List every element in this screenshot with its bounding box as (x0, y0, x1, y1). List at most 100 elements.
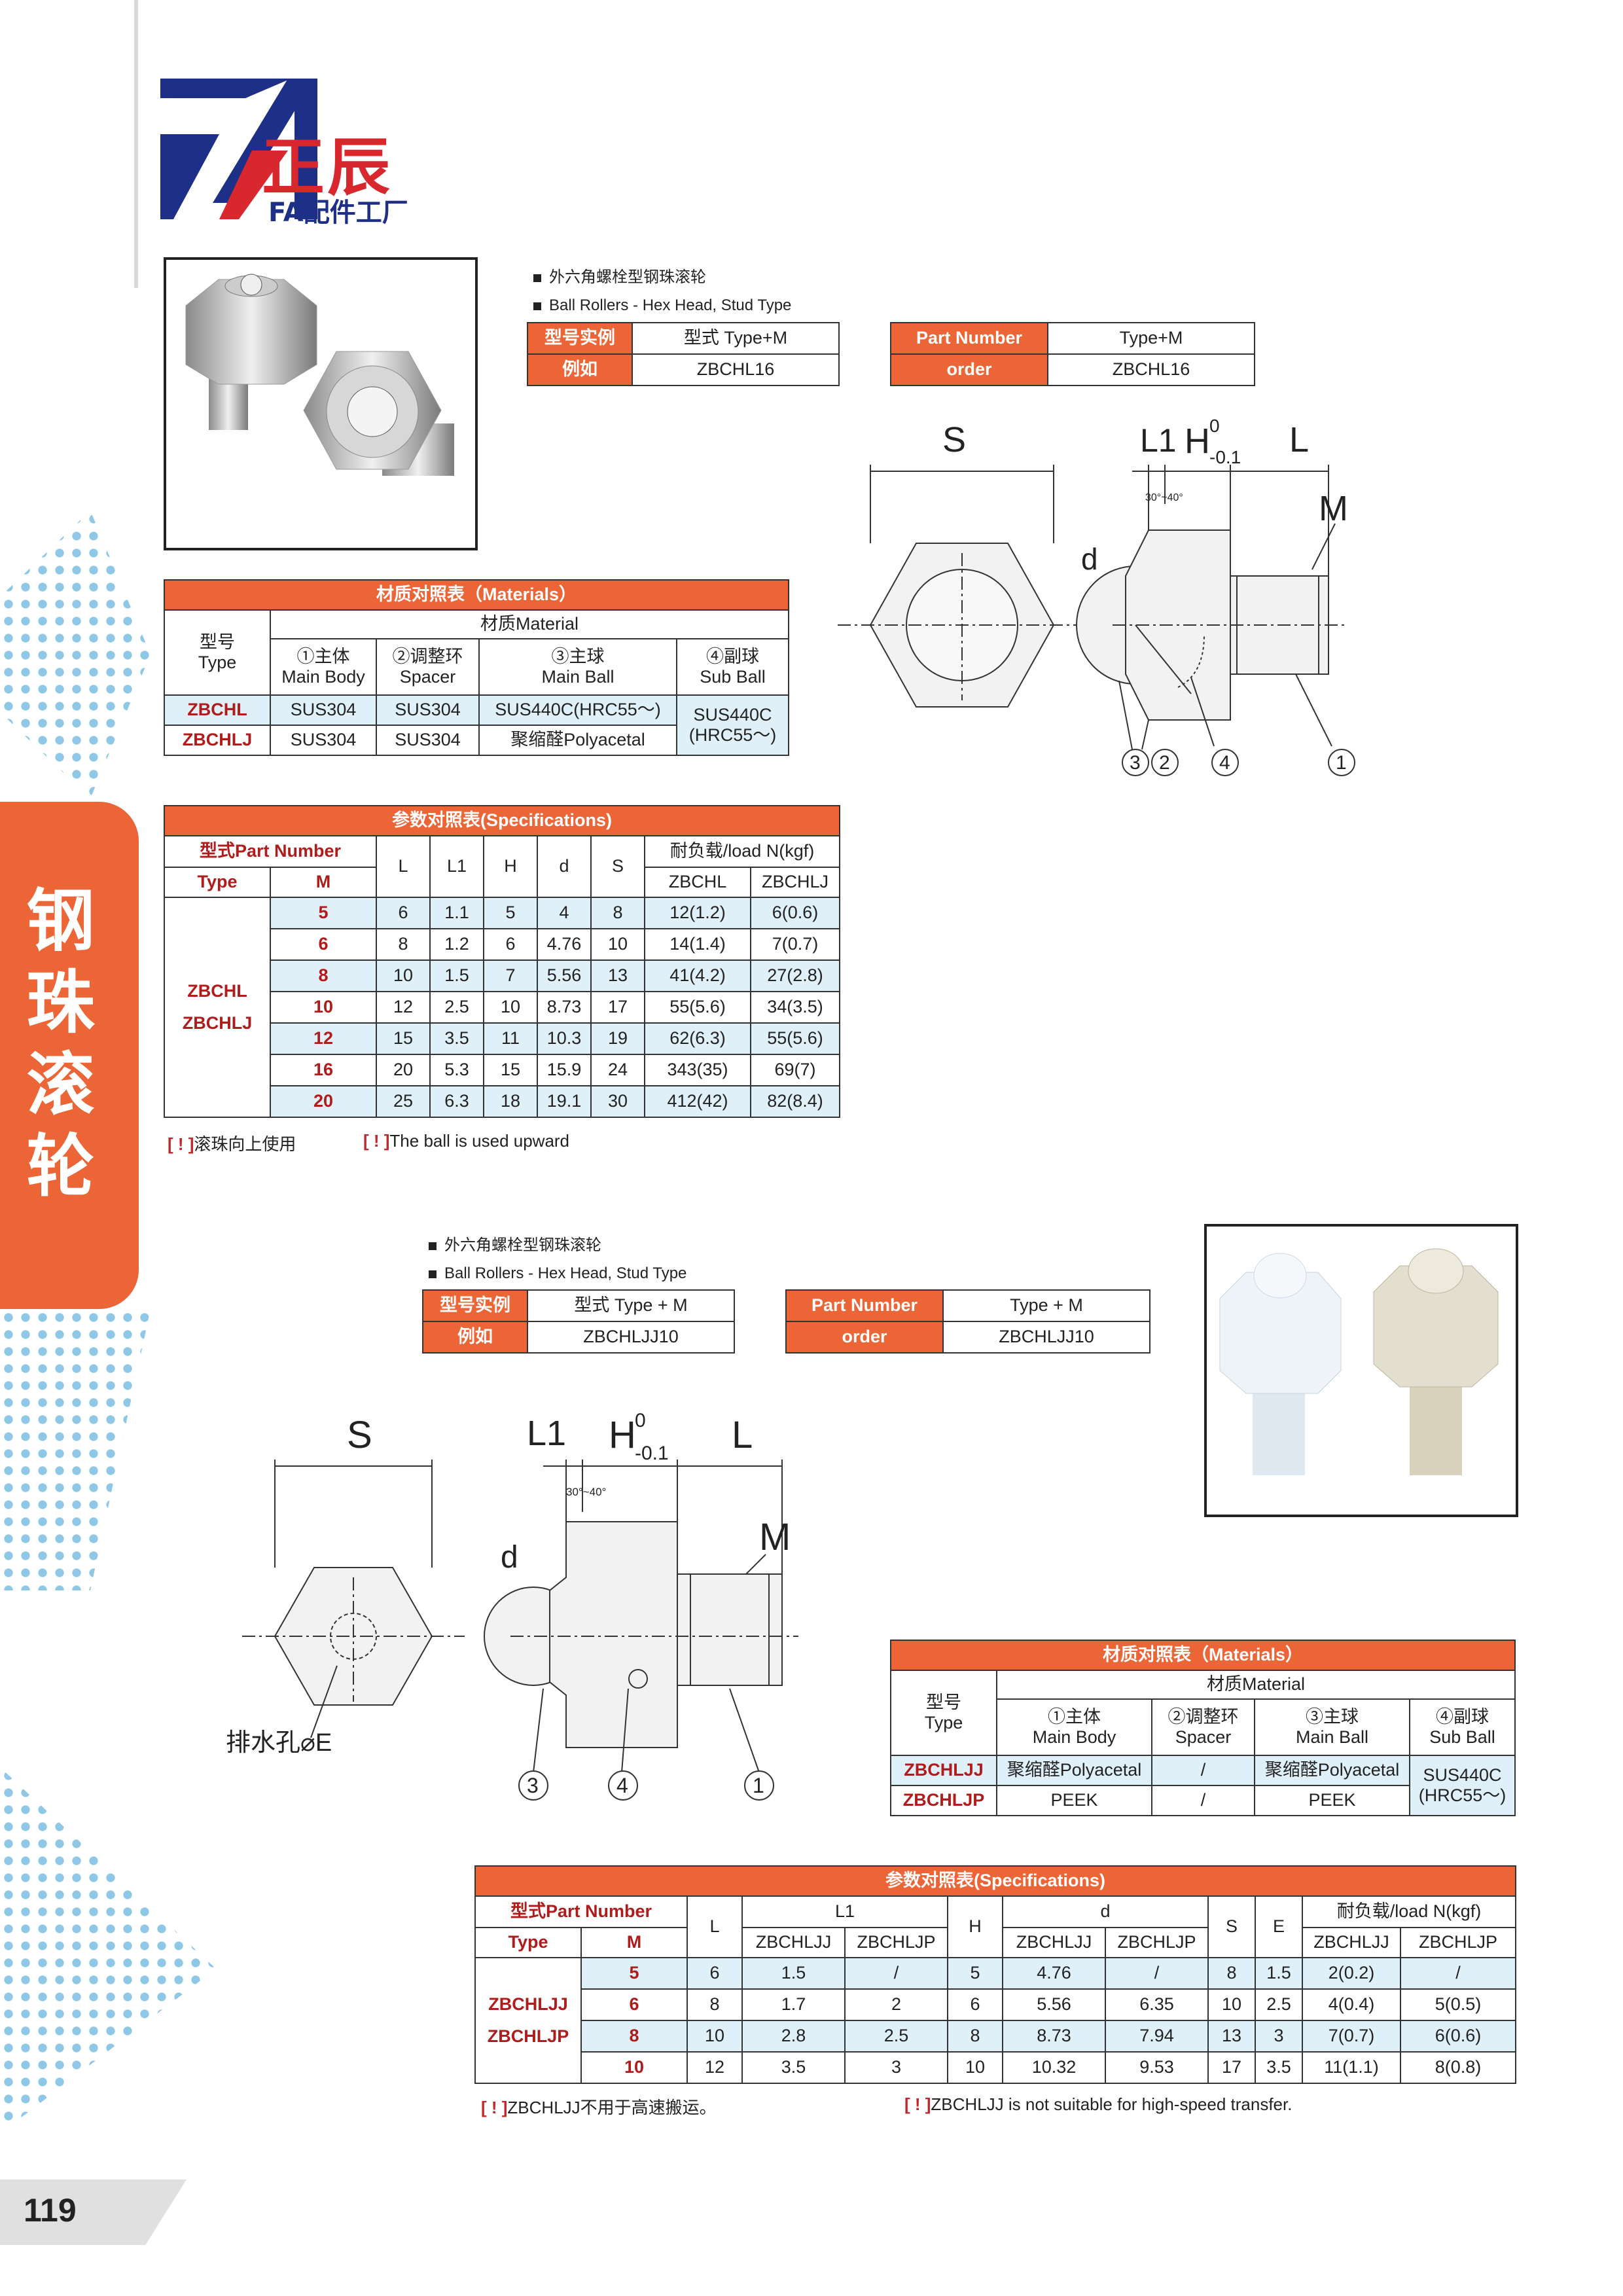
dim-M-label: M (759, 1516, 791, 1558)
material-cell: SUS304 (270, 725, 377, 756)
col-main-body-en: Main Body (1032, 1727, 1116, 1747)
callout-4: 4 (616, 1774, 628, 1797)
value-cell: 9.53 (1105, 2051, 1209, 2084)
value-cell: 6 (376, 897, 431, 929)
material-cell: SUS304 (270, 694, 377, 726)
sub-col: ZBCHLJP (1105, 1927, 1209, 1958)
value-cell: 15.9 (537, 1054, 592, 1086)
m-cell: 6 (580, 1988, 688, 2021)
type-name: ZBCHLJP (487, 2026, 569, 2046)
value-cell: 7 (483, 960, 538, 992)
value-cell: 7(0.7) (1302, 2020, 1401, 2053)
value-cell: 8 (590, 897, 645, 929)
type-header-cn: 型号 (926, 1692, 961, 1712)
callout-3: 3 (1130, 752, 1141, 774)
value-cell: 10 (687, 2020, 743, 2053)
col-main-body-cn: ①主体 (1048, 1706, 1101, 1727)
dim-H-sub: -0.1 (1209, 447, 1241, 467)
order-value: ZBCHLJJ10 (942, 1321, 1150, 1354)
value-cell: 1.5 (741, 1957, 846, 1990)
value-cell: 2.5 (429, 991, 484, 1024)
sub-ball-line2: (HRC55～) (688, 725, 777, 745)
col-E: E (1255, 1895, 1303, 1958)
dim-L-label: L (732, 1414, 753, 1456)
dim-L-label: L (1289, 420, 1309, 459)
sub-ball-line1: SUS440C (693, 704, 772, 725)
value-cell: 2 (844, 1988, 948, 2021)
material-cell: / (1151, 1785, 1255, 1816)
value-cell: 10 (376, 960, 431, 992)
value-cell: 1.7 (741, 1988, 846, 2021)
logo-brand-sub: FA配件工厂 (268, 198, 408, 228)
callout-4: 4 (1219, 752, 1230, 774)
value-cell: 6(0.6) (1400, 2020, 1516, 2053)
note-text: ZBCHLJJ is not suitable for high-speed t… (931, 2094, 1293, 2114)
value-cell: 5 (947, 1957, 1003, 1990)
value-cell: 1.1 (429, 897, 484, 929)
order-label: order (785, 1321, 944, 1354)
logo-mark-icon (160, 79, 317, 219)
value-cell: 10 (947, 2051, 1003, 2084)
value-cell: 10.3 (537, 1022, 592, 1055)
side-tab-char: 钢 (26, 881, 95, 961)
m-cell: 20 (270, 1085, 377, 1118)
sub-ball-cell: SUS440C(HRC55～) (1409, 1755, 1516, 1816)
materials-title: 材质对照表（Materials） (164, 579, 789, 611)
value-cell: 3 (844, 2051, 948, 2084)
value-cell: 62(6.3) (644, 1022, 751, 1055)
side-tab-char: 珠 (26, 963, 95, 1043)
type-header-cn: 型号 (200, 632, 235, 652)
m-cell: 5 (270, 897, 377, 929)
load-col-zbchl: ZBCHL (644, 867, 751, 898)
plastic-ball-roller-image (1219, 1248, 1499, 1475)
note-text: ZBCHLJJ不用于高速搬运。 (507, 2098, 717, 2117)
value-cell: 82(8.4) (750, 1085, 840, 1118)
dot-pattern-bottom (0, 1767, 216, 2134)
section1-caption-en-text: Ball Rollers - Hex Head, Stud Type (549, 296, 792, 314)
specs-title: 参数对照表(Specifications) (474, 1865, 1516, 1897)
m-cell: 10 (270, 991, 377, 1024)
order-label: 型号实例 (422, 1289, 528, 1322)
value-cell: 6.3 (429, 1085, 484, 1118)
col-S: S (1207, 1895, 1256, 1958)
m-header: M (580, 1927, 688, 1958)
col-sub-ball-cn: ④副球 (706, 646, 759, 666)
value-cell: 15 (376, 1022, 431, 1055)
col-spacer-en: Spacer (399, 667, 456, 687)
material-header: 材质Material (270, 609, 789, 639)
value-cell: 3.5 (741, 2051, 846, 2084)
order-value: ZBCHL16 (632, 353, 840, 386)
sub-col: ZBCHLJJ (741, 1927, 846, 1958)
section1-caption-cn-text: 外六角螺栓型钢珠滚轮 (549, 268, 706, 286)
value-cell: 6(0.6) (750, 897, 840, 929)
value-cell: 5.56 (537, 960, 592, 992)
value-cell: 2.5 (1255, 1988, 1303, 2021)
sub-col: ZBCHLJJ (1302, 1927, 1401, 1958)
order-value: Type + M (942, 1289, 1150, 1322)
material-cell: SUS440C(HRC55～) (478, 694, 677, 726)
value-cell: 18 (483, 1085, 538, 1118)
value-cell: 11(1.1) (1302, 2051, 1401, 2084)
value-cell: 6.35 (1105, 1988, 1209, 2021)
value-cell: 3.5 (429, 1022, 484, 1055)
value-cell: 13 (590, 960, 645, 992)
section2-caption-cn-text: 外六角螺栓型钢珠滚轮 (444, 1236, 601, 1254)
value-cell: 2(0.2) (1302, 1957, 1401, 1990)
value-cell: 4.76 (537, 928, 592, 961)
value-cell: / (1400, 1957, 1516, 1990)
col-L: L (376, 835, 431, 898)
col-main-body-cn: ①主体 (296, 646, 350, 666)
dim-S-label: S (942, 420, 966, 459)
note-mark: [ ! ] (363, 1131, 390, 1151)
value-cell: 8(0.8) (1400, 2051, 1516, 2084)
value-cell: 17 (590, 991, 645, 1024)
value-cell: 12(1.2) (644, 897, 751, 929)
